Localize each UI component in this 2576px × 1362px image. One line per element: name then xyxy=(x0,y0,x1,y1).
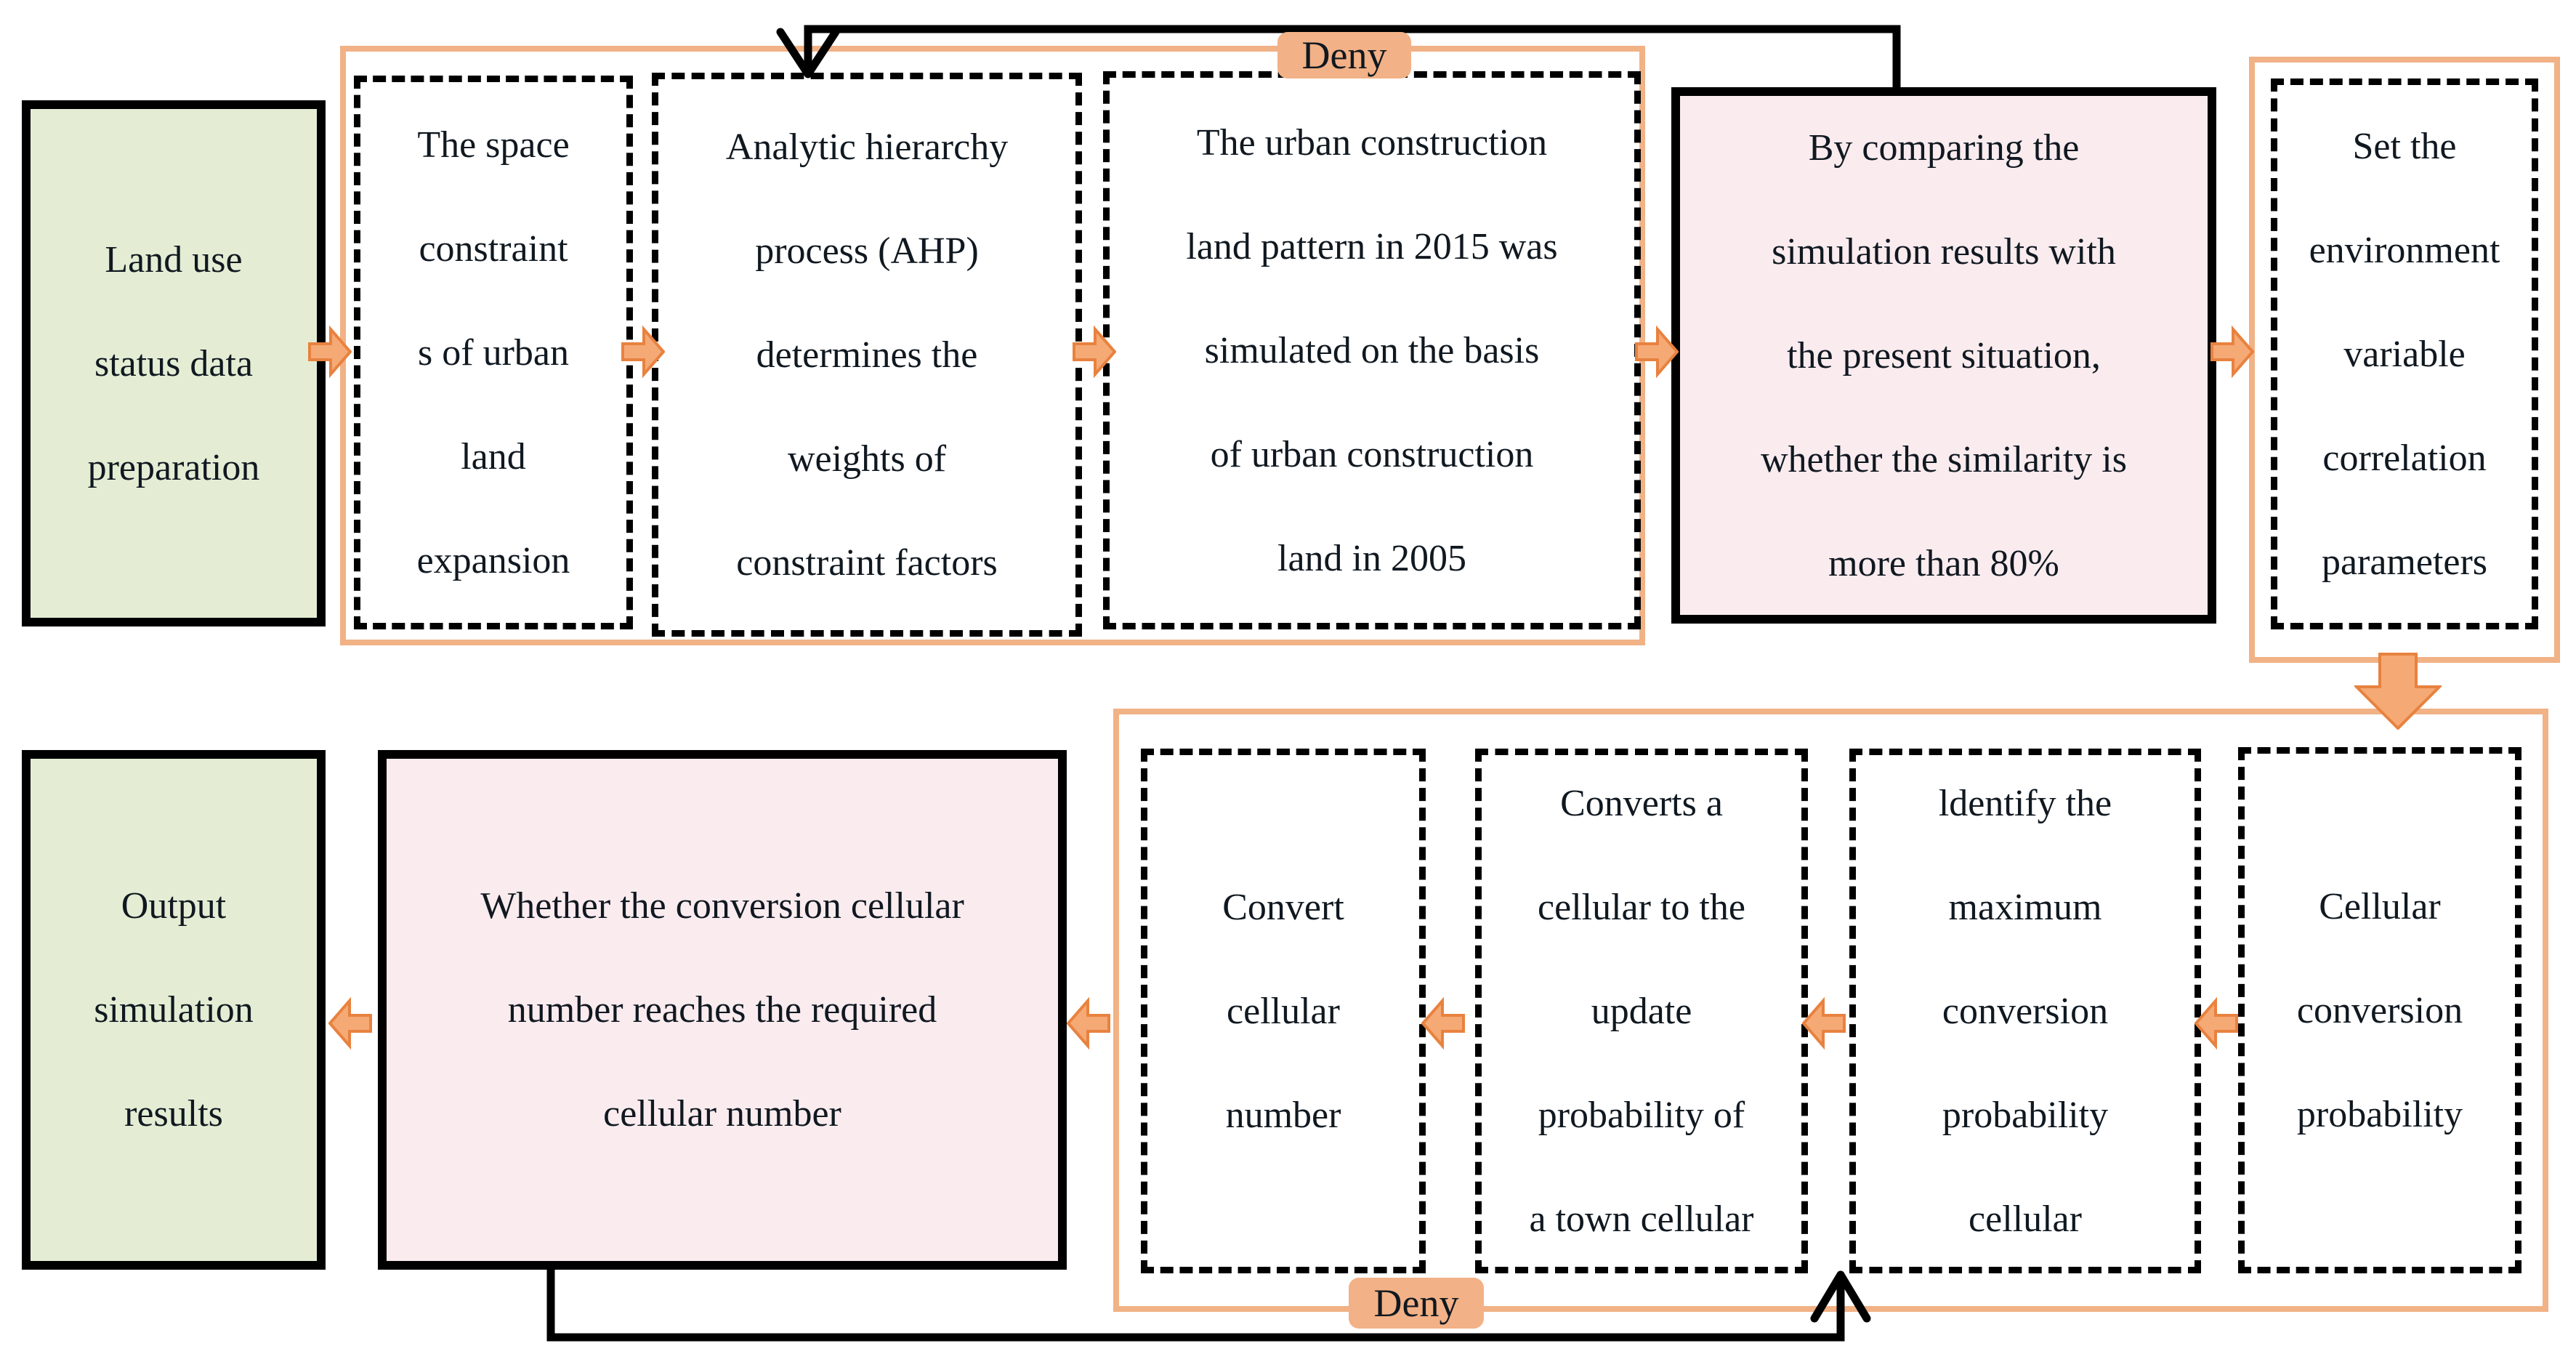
set-environment-box: Set the environment variable correlation… xyxy=(2271,78,2538,629)
arrow-down-icon xyxy=(2354,653,2442,730)
identify-max-box: ldentify the maximum conversion probabil… xyxy=(1849,749,2201,1273)
set-environment-text: Set the environment variable correlation… xyxy=(2309,125,2500,583)
output-results-text: Output simulation results xyxy=(94,885,254,1135)
deny-badge-bottom: Deny xyxy=(1349,1278,1484,1329)
deny-badge-bottom-label: Deny xyxy=(1373,1281,1459,1325)
convert-number-text: Convert cellular number xyxy=(1222,886,1344,1136)
deny-badge-top-label: Deny xyxy=(1301,33,1387,77)
ahp-text: Analytic hierarchy process (AHP) determi… xyxy=(725,126,1009,584)
arrow-right-icon xyxy=(2210,324,2254,379)
identify-max-text: ldentify the maximum conversion probabil… xyxy=(1938,782,2112,1240)
deny-badge-top: Deny xyxy=(1277,32,1411,78)
arrow-left-icon xyxy=(2195,996,2238,1051)
arrow-right-icon xyxy=(1635,324,1679,379)
arrow-left-icon xyxy=(1067,996,1110,1051)
arrow-left-icon xyxy=(1421,996,1465,1051)
output-results-box: Output simulation results xyxy=(22,750,326,1270)
similarity-check-text: By comparing the simulation results with… xyxy=(1760,126,2127,584)
urban-pattern-text: The urban construction land pattern in 2… xyxy=(1186,121,1558,579)
similarity-check-box: By comparing the simulation results with… xyxy=(1671,87,2216,624)
space-constraints-text: The space constraint s of urban land exp… xyxy=(416,124,570,581)
arrow-left-icon xyxy=(1802,996,1846,1051)
cellular-probability-text: Cellular conversion probability xyxy=(2296,885,2463,1135)
arrow-right-icon xyxy=(1073,324,1116,379)
arrow-right-icon xyxy=(308,324,352,379)
arrow-right-icon xyxy=(621,324,665,379)
urban-pattern-box: The urban construction land pattern in 2… xyxy=(1103,71,1641,629)
cellular-probability-box: Cellular conversion probability xyxy=(2238,747,2522,1273)
converts-update-text: Converts a cellular to the update probab… xyxy=(1529,782,1754,1240)
ahp-box: Analytic hierarchy process (AHP) determi… xyxy=(652,73,1082,637)
converts-update-box: Converts a cellular to the update probab… xyxy=(1475,749,1808,1273)
space-constraints-box: The space constraint s of urban land exp… xyxy=(354,76,633,629)
number-check-text: Whether the conversion cellular number r… xyxy=(480,885,964,1135)
number-check-box: Whether the conversion cellular number r… xyxy=(378,750,1067,1270)
land-use-box: Land use status data preparation xyxy=(22,100,326,626)
land-use-text: Land use status data preparation xyxy=(87,238,260,488)
arrow-left-icon xyxy=(328,996,372,1051)
convert-number-box: Convert cellular number xyxy=(1141,749,1426,1273)
